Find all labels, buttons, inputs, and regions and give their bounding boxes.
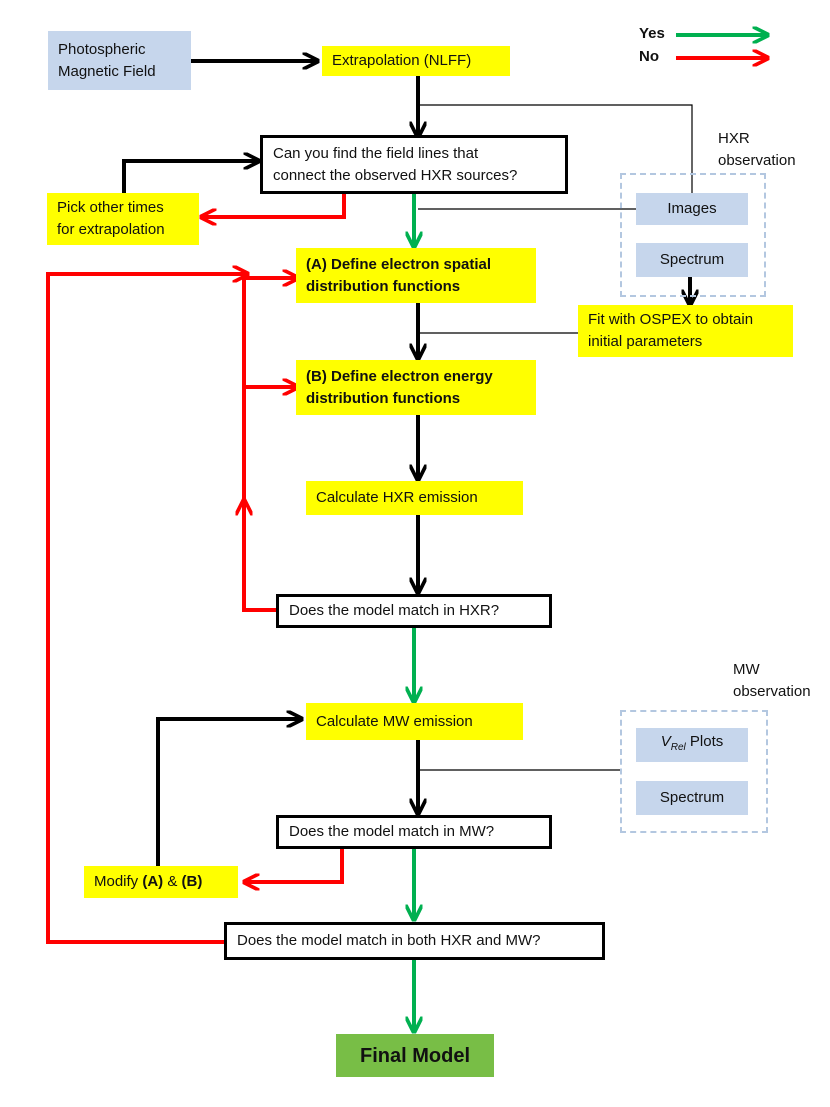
arrow-pick-to-find [122, 161, 257, 193]
final-model-label: Final Model [360, 1044, 470, 1067]
mw-spectrum-label: Spectrum [659, 789, 725, 806]
calc-mw-label: Calculate MW emission [316, 712, 473, 730]
pick-other-times-node: Pick other times for extrapolation [47, 193, 199, 245]
mw-observation-title: MW observation [733, 659, 811, 703]
mw-title-line2: observation [733, 683, 811, 700]
calc-hxr-label: Calculate HXR emission [316, 489, 478, 506]
match-hxr-decision: Does the model match in HXR? [276, 594, 552, 628]
legend-no-label: No [639, 48, 659, 65]
hxr-spectrum-label: Spectrum [659, 251, 725, 268]
no-find-to-pick [203, 194, 346, 217]
define-spatial-node: (A) Define electron spatial distribution… [296, 248, 536, 303]
fit-line2: initial parameters [588, 333, 703, 350]
photospheric-field-node: Photospheric Magnetic Field [48, 31, 191, 90]
find-lines-line1: Can you find the field lines that [273, 144, 479, 162]
match-both-decision: Does the model match in both HXR and MW? [224, 922, 605, 960]
no-both-loop [46, 274, 246, 944]
pick-times-line1: Pick other times [57, 199, 164, 216]
extrapolation-node: Extrapolation (NLFF) [322, 46, 510, 76]
modify-node: Modify (A) & (B) [84, 866, 238, 898]
hxr-images-node: Images [636, 193, 748, 225]
modify-prefix: Modify [94, 873, 143, 890]
hxr-observation-title: HXR observation [718, 128, 796, 172]
define-a-line2: distribution functions [306, 277, 461, 295]
legend-yes-label: Yes [639, 25, 665, 42]
hxr-title-line1: HXR [718, 130, 750, 147]
mw-vrel-plots-node: VRel Plots [636, 728, 748, 762]
find-lines-line2: connect the observed HXR sources? [273, 166, 518, 184]
fit-line1: Fit with OSPEX to obtain [588, 311, 754, 328]
hxr-title-line2: observation [718, 152, 796, 169]
find-field-lines-decision: Can you find the field lines that connec… [260, 135, 568, 194]
ospex-fit-node: Fit with OSPEX to obtain initial paramet… [578, 305, 793, 357]
match-both-label: Does the model match in both HXR and MW? [237, 932, 541, 949]
mw-spectrum-node: Spectrum [636, 781, 748, 815]
no-hxr-loop [244, 502, 276, 612]
pick-times-line2: for extrapolation [57, 221, 165, 238]
match-mw-label: Does the model match in MW? [289, 823, 495, 840]
define-b-line1: (B) Define electron energy [306, 367, 493, 385]
match-hxr-label: Does the model match in HXR? [289, 602, 500, 619]
extrapolation-label: Extrapolation (NLFF) [332, 52, 472, 69]
define-b-line2: distribution functions [306, 389, 461, 407]
modify-b: (B) [181, 873, 203, 890]
hxr-observation-group [620, 173, 766, 297]
modify-a: (A) [142, 873, 164, 890]
modify-mid: & [163, 873, 182, 890]
vrel-subscript: Rel [670, 742, 686, 753]
hxr-spectrum-node: Spectrum [636, 243, 748, 277]
hxr-link-line [418, 104, 693, 193]
photospheric-line1: Photospheric [58, 40, 146, 58]
define-energy-node: (B) Define electron energy distribution … [296, 360, 536, 415]
define-a-line1: (A) Define electron spatial [306, 255, 492, 273]
no-mw-to-modify [246, 849, 344, 882]
mw-observation-group [620, 710, 768, 833]
vrel-symbol: V [660, 733, 671, 750]
match-mw-decision: Does the model match in MW? [276, 815, 552, 849]
hxr-images-label: Images [667, 200, 717, 217]
arrow-modify-to-calc-mw [156, 719, 300, 866]
photospheric-line2: Magnetic Field [58, 62, 156, 80]
calc-hxr-node: Calculate HXR emission [306, 481, 523, 515]
mw-title-line1: MW [733, 661, 760, 678]
vrel-suffix: Plots [685, 733, 724, 750]
final-model-node: Final Model [336, 1034, 494, 1077]
calc-mw-node: Calculate MW emission [306, 703, 523, 740]
